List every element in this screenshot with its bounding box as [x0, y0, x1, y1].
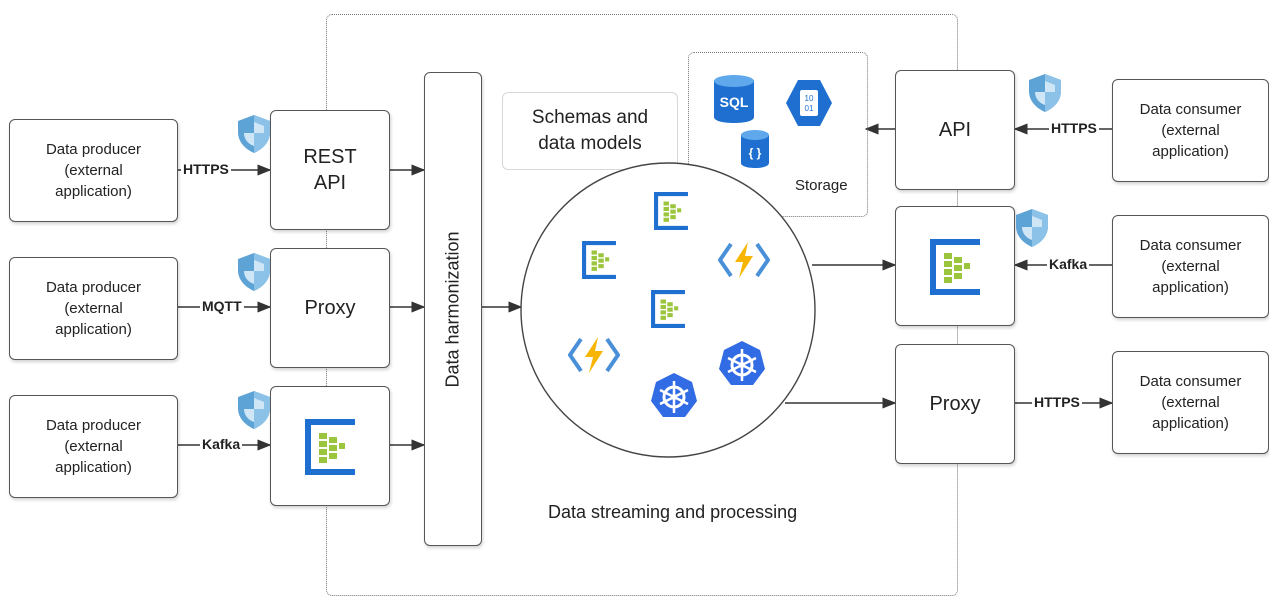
blob-storage-icon: 10 01 — [786, 80, 832, 126]
event-hub-icon — [305, 419, 355, 475]
protocol-label-https-in: HTTPS — [181, 161, 231, 177]
svg-text:SQL: SQL — [720, 94, 749, 110]
svg-text:10: 10 — [805, 94, 814, 103]
kafka-egress-box — [895, 206, 1015, 326]
data-harmonization-box: Data harmonization — [424, 72, 482, 546]
protocol-label-kafka-out: Kafka — [1047, 256, 1090, 272]
protocol-label-kafka-in: Kafka — [200, 436, 243, 452]
svg-text:{ }: { } — [749, 146, 762, 160]
protocol-label-mqtt-in: MQTT — [200, 298, 244, 314]
shield-icon — [238, 115, 270, 153]
azure-function-icon — [718, 242, 770, 278]
proxy-ingress-box: Proxy — [270, 248, 390, 368]
shield-icon — [1029, 74, 1061, 112]
kubernetes-icon — [651, 373, 697, 417]
protocol-label-https-out-api: HTTPS — [1049, 120, 1099, 136]
protocol-label-https-out-proxy: HTTPS — [1032, 394, 1082, 410]
sql-database-icon: SQL — [714, 75, 754, 123]
processing-label: Data streaming and processing — [548, 502, 798, 522]
proxy-egress-box: Proxy — [895, 344, 1015, 464]
storage-label: Storage — [795, 177, 848, 194]
api-egress-box: API — [895, 70, 1015, 190]
event-hub-icon — [582, 241, 616, 279]
json-storage-icon: { } — [741, 130, 769, 168]
svg-text:01: 01 — [805, 104, 814, 113]
event-hub-icon — [930, 239, 980, 295]
shield-icon — [238, 391, 270, 429]
azure-function-icon — [568, 337, 620, 373]
kafka-ingress-box — [270, 386, 390, 506]
kubernetes-icon — [719, 341, 765, 385]
event-hub-icon — [651, 290, 685, 328]
event-hub-icon — [654, 192, 688, 230]
shield-icon — [1016, 209, 1048, 247]
data-harmonization-label: Data harmonization — [442, 230, 463, 388]
shield-icon — [238, 253, 270, 291]
schemas-box: Schemas and data models — [502, 92, 678, 170]
